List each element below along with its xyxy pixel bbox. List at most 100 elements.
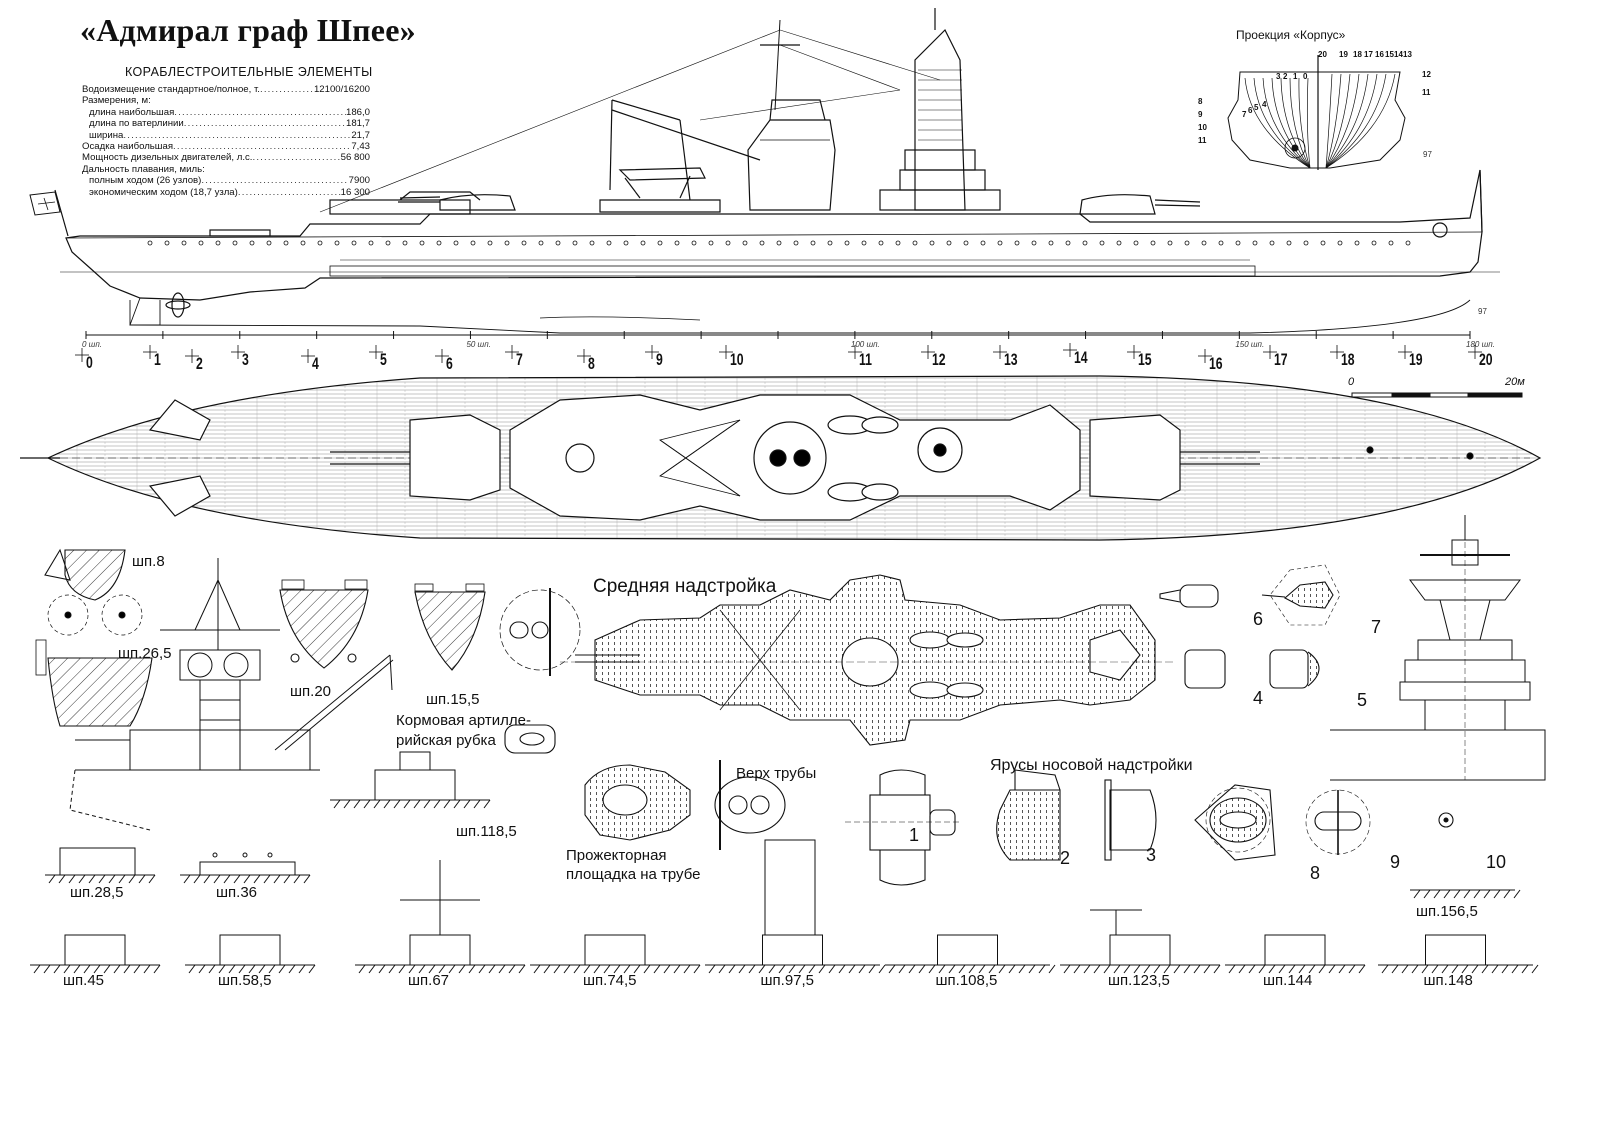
section-structure [1109, 934, 1171, 966]
tier-5: 5 [1357, 690, 1368, 710]
body-plan-frame-line [1325, 73, 1396, 169]
body-plan-frame-line [1271, 77, 1311, 169]
spec-value: 56 800 [340, 152, 370, 164]
body-plan-frame-line [1325, 73, 1351, 169]
porthole [708, 240, 714, 246]
porthole [759, 240, 765, 246]
station-cross [231, 345, 245, 359]
body-plan-number: 11 [1422, 88, 1431, 97]
porthole [436, 240, 442, 246]
label-aft-control-1: Кормовая артилле- [396, 712, 531, 729]
porthole [232, 240, 238, 246]
body-plan-number: 2 [1283, 72, 1288, 81]
spec-leader-dots [174, 107, 346, 118]
portholes [147, 240, 1411, 246]
porthole [912, 240, 918, 246]
station-cross [185, 349, 199, 363]
porthole [878, 240, 884, 246]
porthole [1014, 240, 1020, 246]
porthole [963, 240, 969, 246]
bottom-section-label: шп.123,5 [1108, 972, 1170, 989]
bottom-section-label: шп.74,5 [583, 972, 637, 989]
body-plan-number: 18 [1353, 50, 1362, 59]
porthole [1337, 240, 1343, 246]
porthole [1082, 240, 1088, 246]
label-frame-26-5: шп.26,5 [118, 645, 172, 662]
spec-row: Размерения, м: [82, 95, 370, 106]
porthole [946, 240, 952, 246]
spec-row: ширина21,7 [82, 130, 370, 141]
station-cross [719, 345, 733, 359]
porthole [521, 240, 527, 246]
spec-leader-dots [201, 175, 348, 186]
porthole [657, 240, 663, 246]
fwd-tiers-title: Ярусы носовой надстройки [990, 757, 1193, 774]
body-plan [1227, 55, 1406, 170]
porthole [1354, 240, 1360, 246]
station-number: 2 [196, 354, 203, 373]
porthole [334, 240, 340, 246]
fwd-turret-plan [1089, 414, 1181, 501]
section-deck [330, 799, 491, 809]
porthole [980, 240, 986, 246]
hull-outline [65, 169, 1483, 301]
spec-value: 186,0 [345, 106, 370, 118]
station-cross [1468, 345, 1482, 359]
frame-scale-label: 100 шп. [850, 340, 880, 349]
station-cross [143, 345, 157, 359]
station-cross [848, 345, 862, 359]
spec-label: Мощность дизельных двигателей, л.с. [82, 152, 253, 164]
spec-value: 21,7 [351, 129, 370, 141]
body-plan-number: 12 [1422, 70, 1431, 79]
body-plan-number: 7 [1242, 110, 1247, 119]
porthole [538, 240, 544, 246]
tier-10: 10 [1486, 852, 1507, 872]
label-frame-28-5: шп.28,5 [70, 884, 124, 901]
spec-leader-dots [184, 118, 346, 129]
bottom-section-label: шп.148 [1423, 972, 1473, 989]
station-cross [1398, 345, 1412, 359]
frame-scale-label: 0 шп. [82, 340, 102, 349]
porthole [317, 240, 323, 246]
tier-4: 4 [1253, 688, 1264, 708]
plan-view [20, 375, 1542, 541]
body-plan-frame-line [1325, 73, 1342, 169]
station-number: 14 [1074, 348, 1088, 367]
station-cross [993, 345, 1007, 359]
scale-bar-start: 0 [1348, 376, 1355, 388]
station-number: 10 [730, 350, 744, 369]
label-frame-36: шп.36 [216, 884, 258, 901]
mast-elevation-aft [69, 558, 394, 831]
station-number: 0 [86, 353, 93, 372]
small-sections [30, 751, 1539, 974]
porthole [368, 240, 374, 246]
body-plan-frame-line [1325, 73, 1369, 169]
section-structure [219, 934, 281, 966]
spec-leader-dots [173, 141, 351, 152]
porthole [147, 240, 153, 246]
spec-value: 181,7 [345, 118, 370, 130]
spec-label: Водоизмещение стандартное/полное, т. [82, 84, 260, 95]
body-plan-frame-line [1298, 77, 1311, 169]
station-marks [75, 343, 1482, 363]
porthole [776, 240, 782, 246]
station-number: 4 [312, 354, 319, 373]
porthole [1099, 240, 1105, 246]
spec-row: длина по ватерлинии181,7 [82, 118, 370, 129]
section-structure [937, 934, 998, 966]
tier-6: 6 [1253, 609, 1264, 629]
body-plan-frame-line [1244, 77, 1311, 169]
porthole [674, 240, 680, 246]
body-plan-number: 8 [1198, 97, 1203, 106]
spec-row: полным ходом (26 узлов)7900 [82, 175, 370, 186]
porthole [1405, 240, 1411, 246]
section-structure [762, 934, 823, 966]
porthole [691, 240, 697, 246]
station-number: 5 [380, 350, 387, 369]
aft-turret [439, 194, 516, 211]
aft-turret-plan [409, 414, 501, 501]
station-cross [301, 349, 315, 363]
porthole [419, 240, 425, 246]
porthole [844, 240, 850, 246]
